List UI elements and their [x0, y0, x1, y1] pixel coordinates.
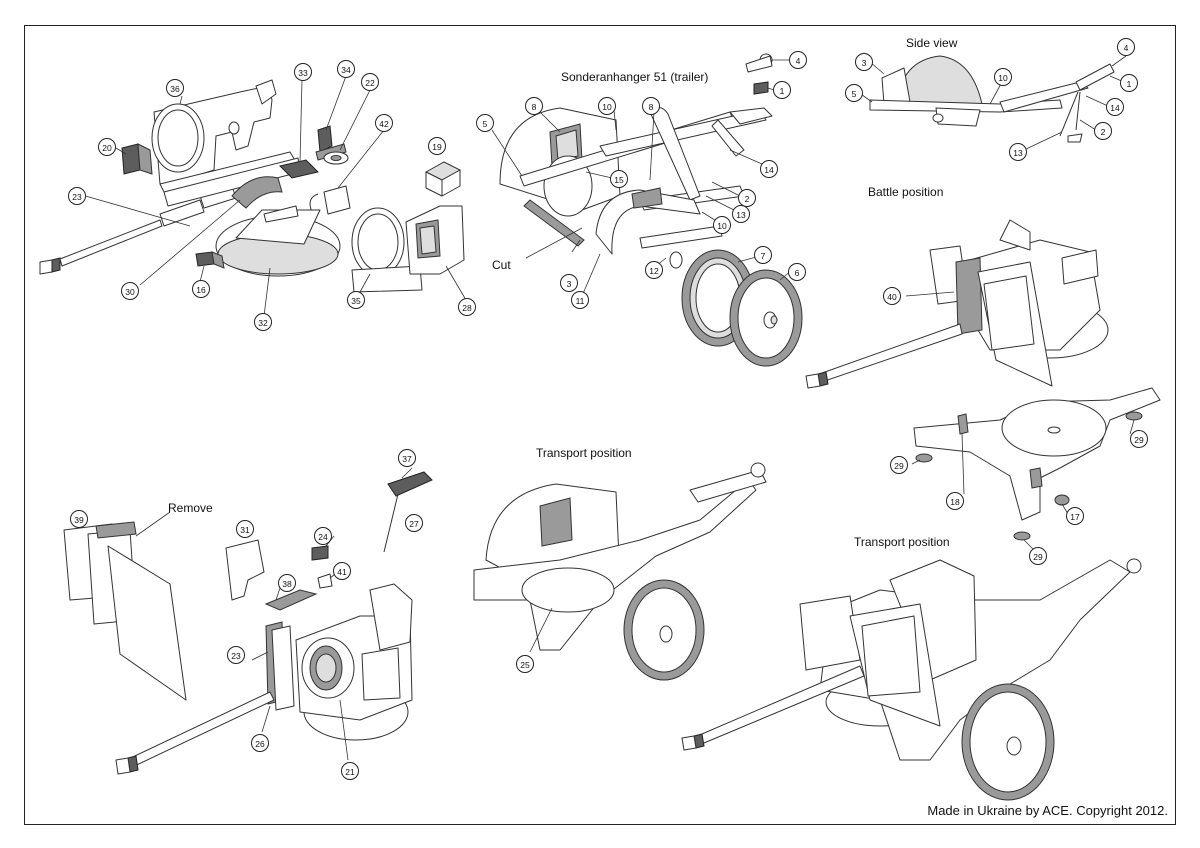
callout-23-top: 23 [68, 187, 86, 205]
callout-16: 16 [192, 280, 210, 298]
callout-14-trailer: 14 [760, 160, 778, 178]
callout-40: 40 [883, 287, 901, 305]
callout-42: 42 [375, 114, 393, 132]
callout-3-trailer: 3 [560, 274, 578, 292]
bracket-part-28 [405, 205, 465, 275]
callout-39: 39 [70, 510, 88, 528]
callout-15: 15 [610, 170, 628, 188]
transport-position-right [681, 558, 1142, 801]
callout-12: 12 [645, 261, 663, 279]
callout-38: 38 [278, 574, 296, 592]
transport-position-title-center: Transport position [536, 446, 632, 460]
ring-part-30 [231, 176, 283, 209]
callout-29-left: 29 [890, 456, 908, 474]
callout-41: 41 [333, 562, 351, 580]
callout-35: 35 [347, 291, 365, 309]
callout-37: 37 [398, 449, 416, 467]
turntable-base-assembly [911, 387, 1161, 551]
base-plate-part-32 [215, 205, 341, 277]
callout-19: 19 [428, 137, 446, 155]
callout-30: 30 [121, 282, 139, 300]
callout-27: 27 [405, 514, 423, 532]
callout-31: 31 [236, 520, 254, 538]
callout-29-bottom: 29 [1029, 547, 1047, 565]
battle-position-gun [805, 219, 1109, 389]
callout-29-right: 29 [1130, 430, 1148, 448]
copyright-notice: Made in Ukraine by ACE. Copyright 2012. [927, 803, 1168, 818]
ring-frame-part-35 [351, 207, 423, 293]
remove-note: Remove [168, 501, 213, 515]
wheel-parts-6-7 [681, 249, 803, 367]
trailer-assembly [491, 53, 803, 367]
plate-part-33 [279, 159, 319, 179]
callout-5-side: 5 [845, 84, 863, 102]
callout-10-side: 10 [994, 68, 1012, 86]
transport-position-title-right: Transport position [854, 535, 950, 549]
callout-36: 36 [166, 79, 184, 97]
callout-32: 32 [254, 313, 272, 331]
seat-part-34 [315, 125, 347, 161]
callout-7: 7 [754, 246, 772, 264]
callout-10-bottom: 10 [713, 216, 731, 234]
battle-position-title: Battle position [868, 185, 944, 199]
callout-20: 20 [98, 138, 116, 156]
callout-1-trailer: 1 [773, 81, 791, 99]
callout-11: 11 [571, 291, 589, 309]
callout-22: 22 [361, 73, 379, 91]
callout-4-side: 4 [1117, 38, 1135, 56]
callout-8-left: 8 [525, 97, 543, 115]
callout-28: 28 [458, 298, 476, 316]
side-view-drawing [857, 55, 1127, 151]
callout-21: 21 [341, 762, 359, 780]
callout-24: 24 [314, 527, 332, 545]
callout-33: 33 [294, 63, 312, 81]
callout-17: 17 [1066, 507, 1084, 525]
callout-6: 6 [788, 263, 806, 281]
bracket-part-20 [121, 143, 153, 175]
callout-23-bottom: 23 [227, 646, 245, 664]
disc-part-22 [323, 151, 349, 165]
trailer-title: Sonderanhanger 51 (trailer) [561, 70, 709, 84]
bracket-part-16 [195, 251, 225, 269]
callout-5-trailer: 5 [476, 114, 494, 132]
bottom-left-assembly [63, 467, 433, 775]
cut-note: Cut [492, 258, 511, 272]
callout-25: 25 [516, 655, 534, 673]
callout-14-side: 14 [1106, 98, 1124, 116]
callout-18: 18 [946, 492, 964, 510]
transport-position-center [473, 462, 767, 681]
callout-8-right: 8 [642, 97, 660, 115]
callout-1-side: 1 [1120, 74, 1138, 92]
callout-10-top: 10 [598, 97, 616, 115]
callout-2-side: 2 [1094, 122, 1112, 140]
gun-parts-group [39, 75, 467, 317]
callout-3-side: 3 [855, 53, 873, 71]
barrel-part-23 [39, 185, 237, 275]
callout-34: 34 [337, 60, 355, 78]
callout-13-trailer: 13 [732, 205, 750, 223]
sheet-border [24, 25, 1176, 825]
callout-4-trailer: 4 [789, 51, 807, 69]
side-view-title: Side view [906, 36, 958, 50]
callout-26: 26 [251, 734, 269, 752]
callout-13-side: 13 [1009, 143, 1027, 161]
block-part-19 [424, 161, 462, 197]
cradle-part-36 [151, 79, 301, 207]
